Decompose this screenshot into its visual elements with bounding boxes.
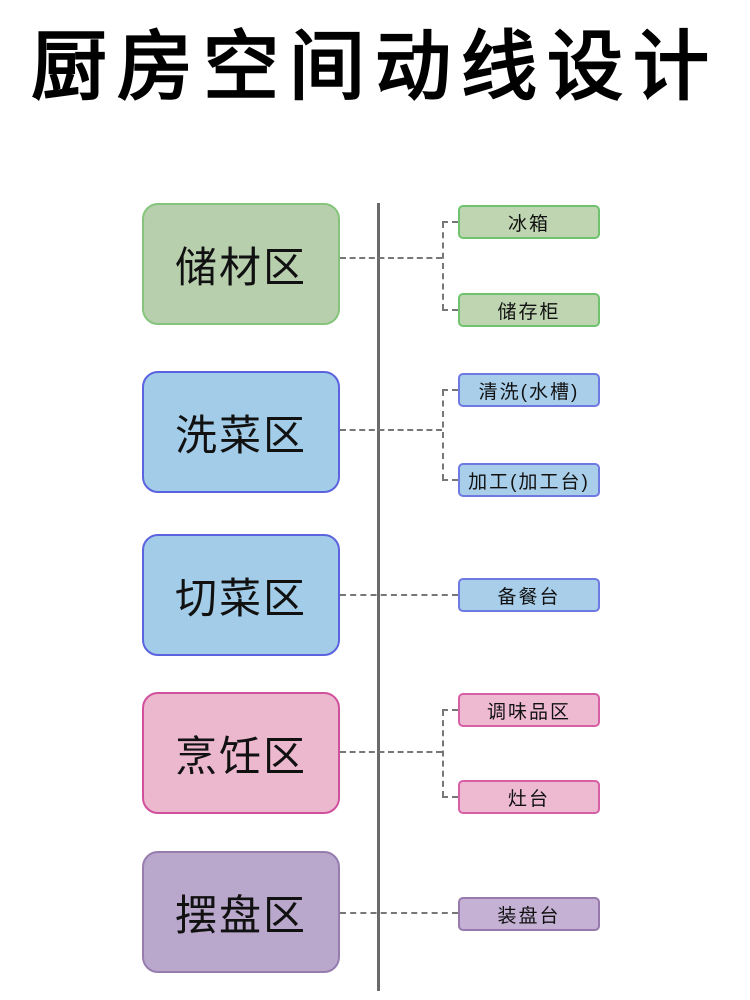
connector-line xyxy=(340,594,458,596)
item-node-seasoning-area: 调味品区 xyxy=(458,693,600,727)
connector-stub xyxy=(442,796,458,798)
item-node-prep-table: 备餐台 xyxy=(458,578,600,612)
item-node-stove: 灶台 xyxy=(458,780,600,814)
page-title: 厨房空间动线设计 xyxy=(31,25,719,110)
connector-bracket xyxy=(442,710,444,797)
zone-node-plating: 摆盘区 xyxy=(142,851,340,973)
connector-line xyxy=(340,257,442,259)
zone-node-storage: 储材区 xyxy=(142,203,340,325)
connector-stub xyxy=(442,221,458,223)
zone-node-cutting: 切菜区 xyxy=(142,534,340,656)
connector-bracket xyxy=(442,390,444,480)
connector-stub xyxy=(442,389,458,391)
item-node-storage-cabinet: 储存柜 xyxy=(458,293,600,327)
connector-stub xyxy=(442,479,458,481)
item-node-processing-table: 加工(加工台) xyxy=(458,463,600,497)
connector-line xyxy=(340,751,442,753)
connector-line xyxy=(340,912,458,914)
zone-node-cooking: 烹饪区 xyxy=(142,692,340,814)
connector-line xyxy=(340,429,442,431)
item-node-sink: 清洗(水槽) xyxy=(458,373,600,407)
connector-stub xyxy=(442,709,458,711)
item-node-plating-table: 装盘台 xyxy=(458,897,600,931)
zone-node-washing: 洗菜区 xyxy=(142,371,340,493)
connector-bracket xyxy=(442,222,444,310)
connector-stub xyxy=(442,309,458,311)
item-node-fridge: 冰箱 xyxy=(458,205,600,239)
vertical-divider-line xyxy=(377,203,380,991)
